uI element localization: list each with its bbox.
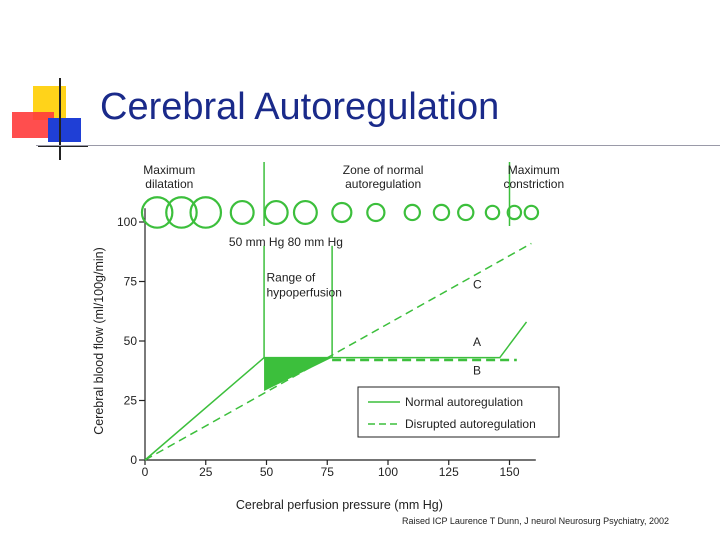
decor-vertical-line xyxy=(59,78,61,160)
vessel-circle xyxy=(484,204,501,221)
title-underline xyxy=(36,145,720,146)
vessel-circle xyxy=(165,196,198,229)
x-tick-label: 150 xyxy=(499,465,519,479)
x-tick-label: 25 xyxy=(199,465,213,479)
pressure-mark-label: 50 mm Hg 80 mm Hg xyxy=(229,235,343,249)
vessel-circle xyxy=(432,203,451,222)
y-tick-label: 0 xyxy=(130,453,137,467)
x-tick-label: 75 xyxy=(321,465,335,479)
vessel-circle xyxy=(189,196,223,229)
vessel-circle xyxy=(263,199,289,225)
decor-blue-square xyxy=(48,118,81,142)
vessel-circle xyxy=(366,202,386,223)
zone-label: autoregulation xyxy=(345,177,421,191)
zone-label: constriction xyxy=(503,177,564,191)
hypoperfusion-label: hypoperfusion xyxy=(267,286,342,300)
curve-label: B xyxy=(473,363,481,377)
decor-red-square xyxy=(12,112,54,138)
x-tick-label: 100 xyxy=(378,465,398,479)
y-tick-label: 75 xyxy=(124,275,138,289)
x-tick-label: 50 xyxy=(260,465,274,479)
legend-label: Normal autoregulation xyxy=(405,395,523,409)
vessel-circle xyxy=(403,203,421,222)
decor-horizontal-line xyxy=(38,145,88,147)
x-axis-label: Cerebral perfusion pressure (mm Hg) xyxy=(236,498,443,512)
vessel-circle xyxy=(140,196,174,229)
y-axis-label: Cerebral blood flow (ml/100g/min) xyxy=(92,247,106,435)
zone-label: Zone of normal xyxy=(343,163,424,177)
x-tick-label: 0 xyxy=(142,465,149,479)
x-tick-label: 125 xyxy=(439,465,459,479)
y-tick-label: 50 xyxy=(124,334,138,348)
slide-title: Cerebral Autoregulation xyxy=(100,86,500,128)
curve-label: A xyxy=(473,335,481,349)
hypoperfusion-label: Range of xyxy=(267,271,316,285)
citation-text: Raised ICP Laurence T Dunn, J neurol Neu… xyxy=(402,516,669,526)
vessel-circle xyxy=(457,203,475,222)
zone-label: dilatation xyxy=(145,177,193,191)
vessel-circle xyxy=(331,201,353,224)
legend-box xyxy=(357,386,560,438)
curve-label: C xyxy=(473,278,482,292)
legend-label: Disrupted autoregulation xyxy=(405,417,536,431)
zone-label: Maximum xyxy=(508,163,560,177)
y-tick-label: 25 xyxy=(124,394,138,408)
series-line xyxy=(144,321,528,461)
series-line xyxy=(144,242,532,461)
vessel-circle xyxy=(292,199,318,225)
vessel-circle xyxy=(229,199,255,225)
vessel-circle xyxy=(523,204,540,221)
zone-label: Maximum xyxy=(143,163,195,177)
vessel-circle xyxy=(506,204,523,221)
y-tick-label: 100 xyxy=(117,215,137,229)
